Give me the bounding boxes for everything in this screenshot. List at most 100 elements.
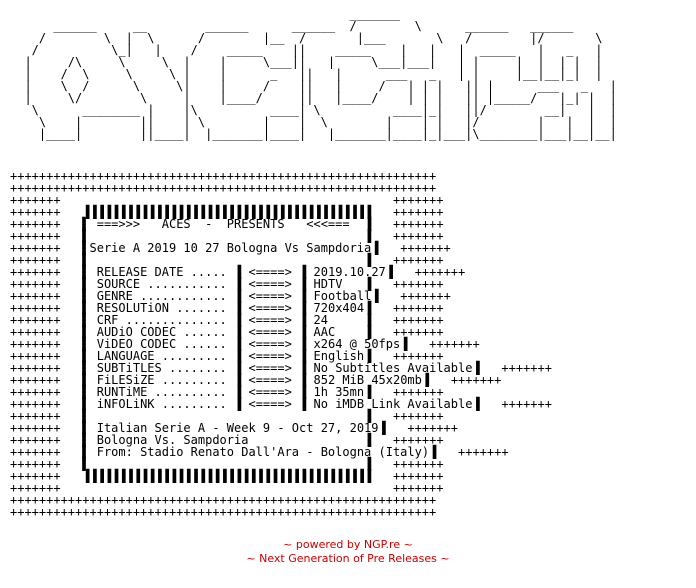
spec-label: iNFOLiNK ......... — [96, 397, 227, 411]
side-block: +++++++ — [414, 265, 466, 279]
side-block: +++++++ — [10, 385, 61, 399]
spec-label: LANGUAGE ......... — [96, 349, 227, 363]
side-block: +++++++ — [10, 193, 61, 207]
side-block: +++++++ — [10, 313, 61, 327]
side-block: +++++++ — [392, 193, 444, 207]
spec-separator: <====> — [248, 397, 292, 411]
side-block: +++++++ — [392, 205, 444, 219]
spec-separator: <====> — [248, 361, 292, 375]
spec-label: RESOLUTiON ....... — [96, 301, 227, 315]
spec-separator: <====> — [248, 337, 292, 351]
spec-label: ViDEO CODEC ...... — [96, 337, 227, 351]
side-block: +++++++ — [10, 217, 61, 231]
spec-separator: <====> — [248, 385, 292, 399]
spec-label: RELEASE DATE ..... — [96, 265, 227, 279]
side-block: +++++++ — [392, 481, 444, 495]
side-block: +++++++ — [501, 397, 552, 411]
bottom-border-line: ++++++++++++++++++++++++++++++++++++++++… — [10, 493, 437, 507]
spec-value: Football — [313, 289, 372, 303]
side-block: +++++++ — [10, 277, 61, 291]
side-block: +++++++ — [10, 241, 61, 255]
side-block: +++++++ — [10, 349, 61, 363]
spec-label: GENRE ............ — [96, 289, 227, 303]
side-block: +++++++ — [10, 337, 61, 351]
side-block: +++++++ — [392, 457, 444, 471]
spec-value: No iMDB Link Available — [313, 397, 473, 411]
side-block: +++++++ — [10, 265, 61, 279]
side-block: +++++++ — [10, 433, 61, 447]
spec-separator: <====> — [248, 265, 292, 279]
top-border-line: ++++++++++++++++++++++++++++++++++++++++… — [10, 181, 437, 195]
bottom-border-line: ++++++++++++++++++++++++++++++++++++++++… — [10, 505, 437, 519]
side-block: +++++++ — [10, 229, 61, 243]
side-block: +++++++ — [392, 253, 444, 267]
spec-value: 1h 35mn — [313, 385, 365, 399]
spec-value: No Subtitles Available — [313, 361, 473, 375]
side-block: +++++++ — [10, 469, 61, 483]
side-block: +++++++ — [393, 349, 444, 363]
side-block: +++++++ — [392, 469, 444, 483]
side-block: +++++++ — [450, 373, 502, 387]
spec-separator: <====> — [248, 277, 292, 291]
spec-label: AUDiO CODEC ...... — [96, 325, 227, 339]
spec-separator: <====> — [248, 313, 292, 327]
spec-separator: <====> — [248, 349, 292, 363]
side-block: +++++++ — [392, 409, 444, 423]
spec-separator: <====> — [248, 373, 292, 387]
spec-label: CRF .............. — [96, 313, 227, 327]
spec-label: RUNTiME .......... — [96, 385, 227, 399]
footer-powered-by: ~ powered by NGP.re ~ — [283, 538, 413, 551]
note-line: Bologna Vs. Sampdoria — [96, 433, 249, 447]
side-block: +++++++ — [392, 217, 444, 231]
spec-label: SOURCE ........... — [96, 277, 227, 291]
side-block: +++++++ — [392, 229, 444, 243]
side-block: +++++++ — [10, 409, 61, 423]
spec-separator: <====> — [248, 289, 292, 303]
side-block: +++++++ — [458, 445, 509, 459]
side-block: +++++++ — [501, 361, 552, 375]
side-block: +++++++ — [10, 457, 61, 471]
side-block: +++++++ — [393, 325, 444, 339]
top-border-line: ++++++++++++++++++++++++++++++++++++++++… — [10, 169, 437, 183]
presents-line: ===>>> ACES - PRESENTS <<<=== — [96, 217, 350, 231]
nfo-document: ++++++++++++++++++++++++++++++++++++++++… — [10, 169, 552, 519]
side-block: +++++++ — [10, 421, 61, 435]
side-block: +++++++ — [10, 289, 61, 303]
side-block: +++++++ — [10, 301, 61, 315]
side-block: +++++++ — [407, 421, 458, 435]
side-block: +++++++ — [10, 205, 61, 219]
spec-value: English — [313, 349, 365, 363]
spec-separator: <====> — [248, 325, 292, 339]
spec-label: SUBTiTLES ........ — [96, 361, 227, 375]
side-block: +++++++ — [400, 241, 451, 255]
spec-value: 852 MiB 45x20mb — [313, 373, 422, 387]
spec-value: x264 @ 50fps — [313, 337, 401, 351]
side-block: +++++++ — [10, 445, 61, 459]
aces-ascii-logo: _______ ______ __ ______ ______ / \ ____… — [24, 7, 617, 141]
side-block: +++++++ — [10, 373, 61, 387]
spec-value: 24 — [313, 313, 328, 327]
spec-value: 2019.10.27 — [313, 265, 386, 279]
spec-value: 720x404 — [313, 301, 365, 315]
note-line: From: Stadio Renato Dall'Ara - Bologna (… — [96, 445, 430, 459]
side-block: +++++++ — [429, 337, 480, 351]
side-block: +++++++ — [10, 253, 61, 267]
spec-separator: <====> — [248, 301, 292, 315]
note-line: Italian Serie A - Week 9 - Oct 27, 2019 — [96, 421, 379, 435]
footer-tagline: ~ Next Generation of Pre Releases ~ — [246, 552, 450, 565]
box-top-bar: ▐▐▐▐▐▐▐▐▐▐▐▐▐▐▐▐▐▐▐▐▐▐▐▐▐▐▐▐▐▐▐▐▐▐▐▐▐▐▐▐ — [82, 205, 372, 219]
side-block: +++++++ — [10, 481, 61, 495]
spec-label: FiLESiZE ......... — [96, 373, 227, 387]
side-block: +++++++ — [393, 301, 444, 315]
side-block: +++++++ — [10, 397, 61, 411]
box-bottom-bar: ▐▐▐▐▐▐▐▐▐▐▐▐▐▐▐▐▐▐▐▐▐▐▐▐▐▐▐▐▐▐▐▐▐▐▐▐▐▐▐▐ — [82, 469, 372, 483]
side-block: +++++++ — [392, 433, 444, 447]
side-block: +++++++ — [393, 313, 444, 327]
side-block: +++++++ — [400, 289, 451, 303]
side-block: +++++++ — [10, 325, 61, 339]
release-title: Serie A 2019 10 27 Bologna Vs Sampdoria — [89, 241, 372, 255]
spec-value: HDTV — [313, 277, 343, 291]
side-block: +++++++ — [393, 385, 444, 399]
side-block: +++++++ — [393, 277, 444, 291]
side-block: +++++++ — [10, 361, 61, 375]
